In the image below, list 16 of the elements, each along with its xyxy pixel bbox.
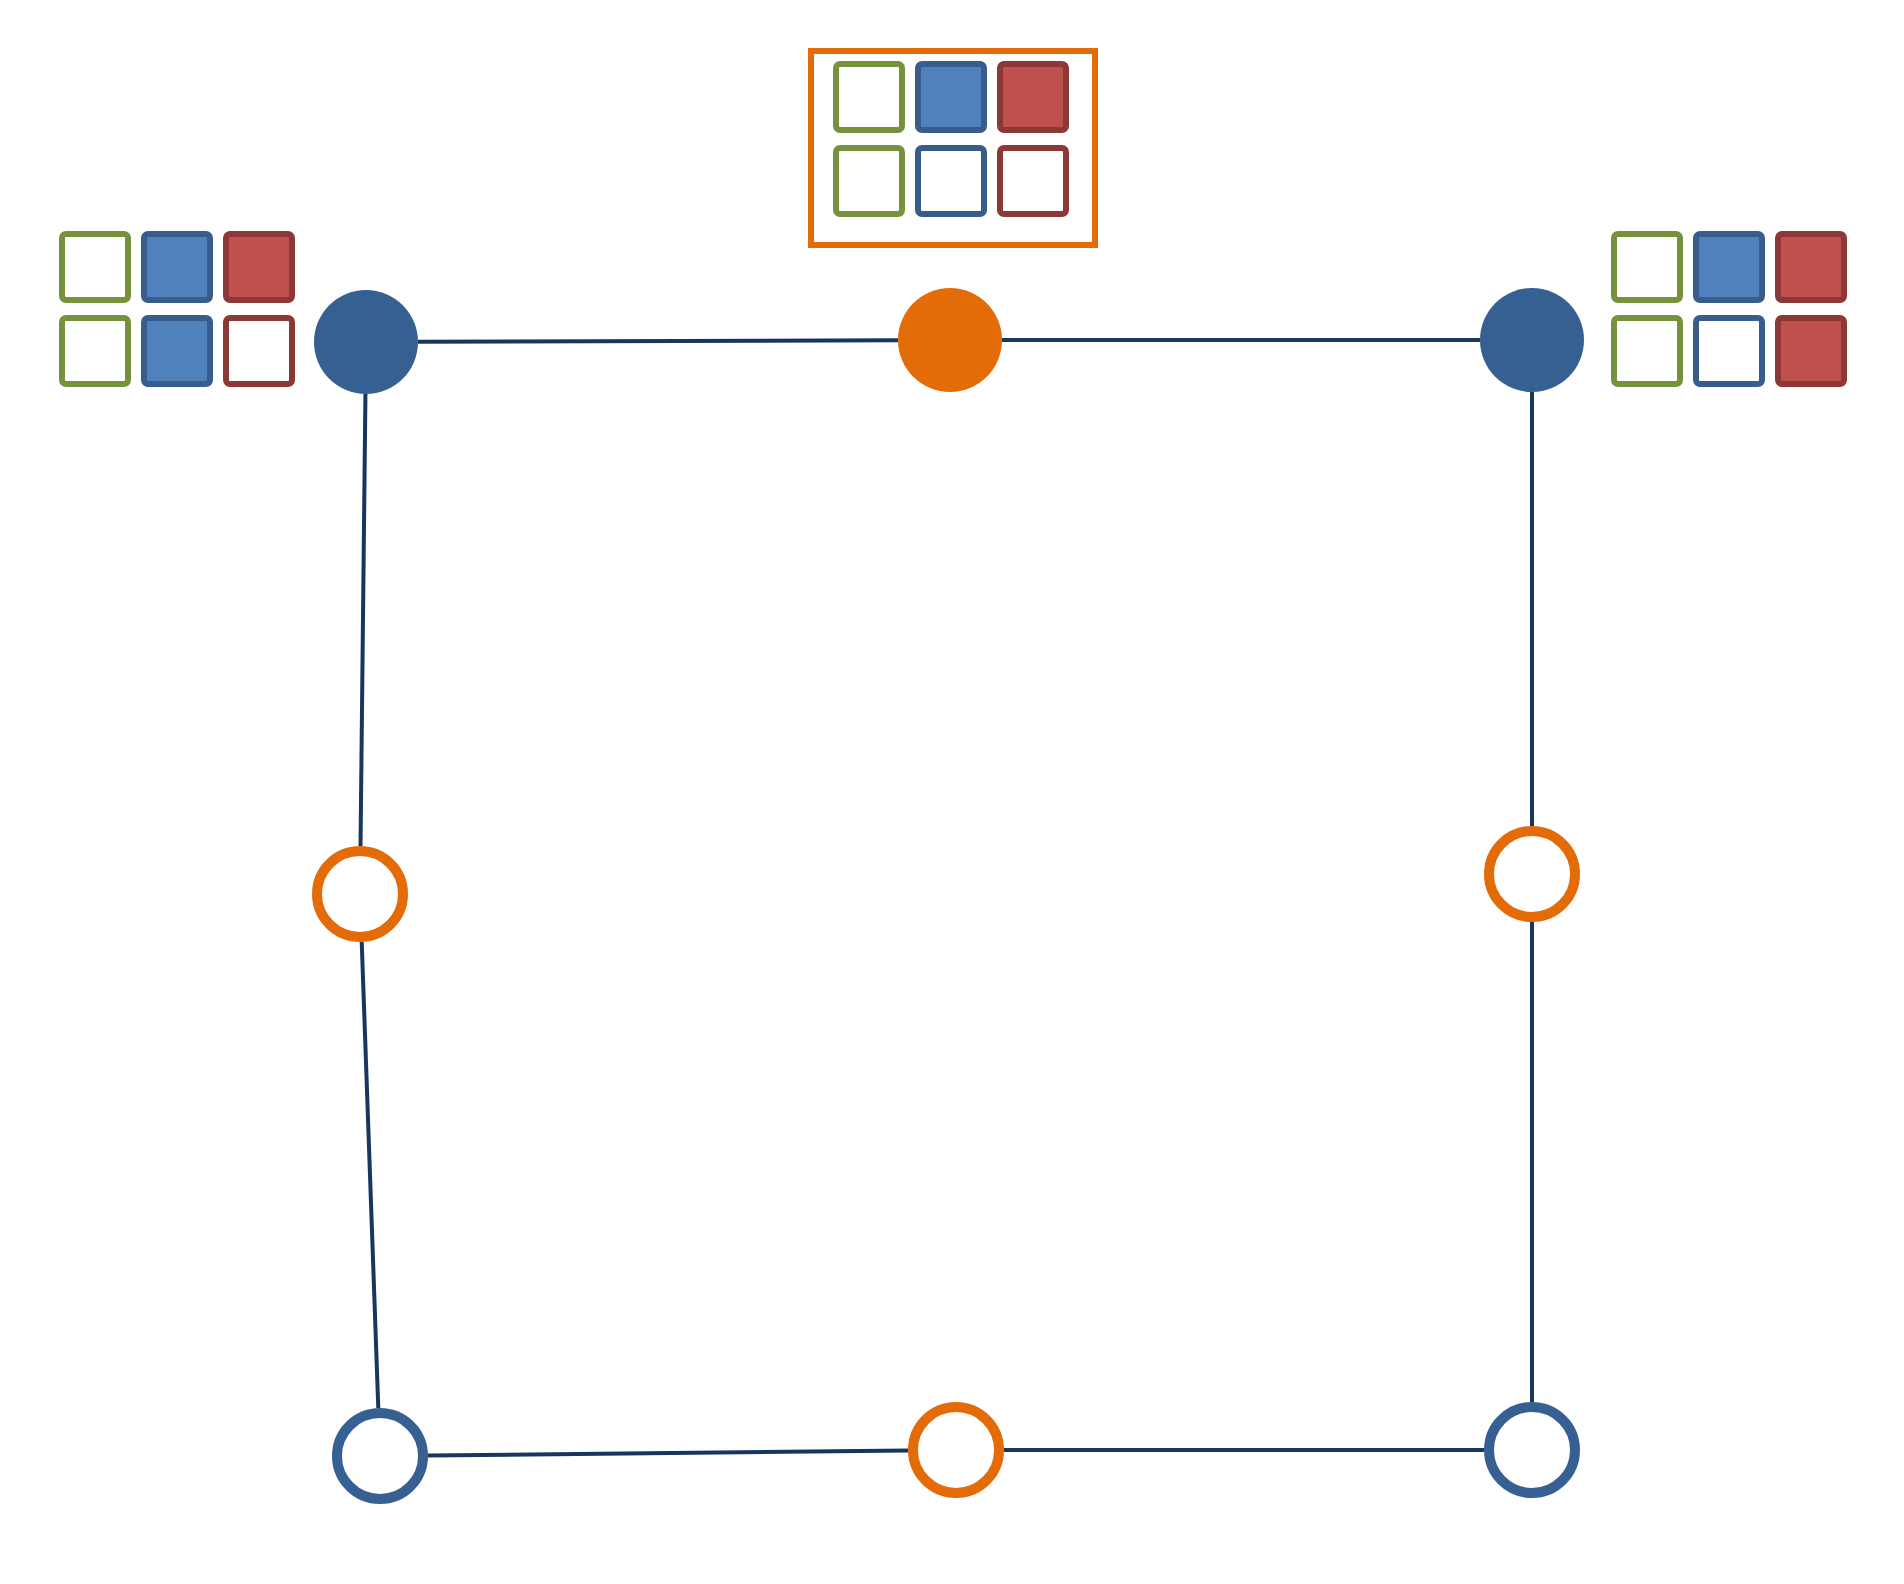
hollow-circle: [332, 1408, 428, 1504]
connector-line: [418, 338, 898, 344]
connector-line: [1530, 922, 1534, 1402]
connector-line: [1004, 1448, 1484, 1452]
filled-circle: [898, 288, 1002, 392]
hollow-circle: [1484, 1402, 1580, 1498]
hollow-circle: [312, 846, 408, 942]
filled-circle: [1480, 288, 1584, 392]
connector-line: [359, 941, 381, 1409]
hollow-circle: [908, 1402, 1004, 1498]
connector-line: [1530, 392, 1534, 826]
connector-line: [1002, 338, 1480, 342]
filled-circle: [314, 290, 418, 394]
connector-line: [358, 393, 368, 847]
connector-line: [428, 1448, 908, 1458]
hollow-circle: [1484, 826, 1580, 922]
